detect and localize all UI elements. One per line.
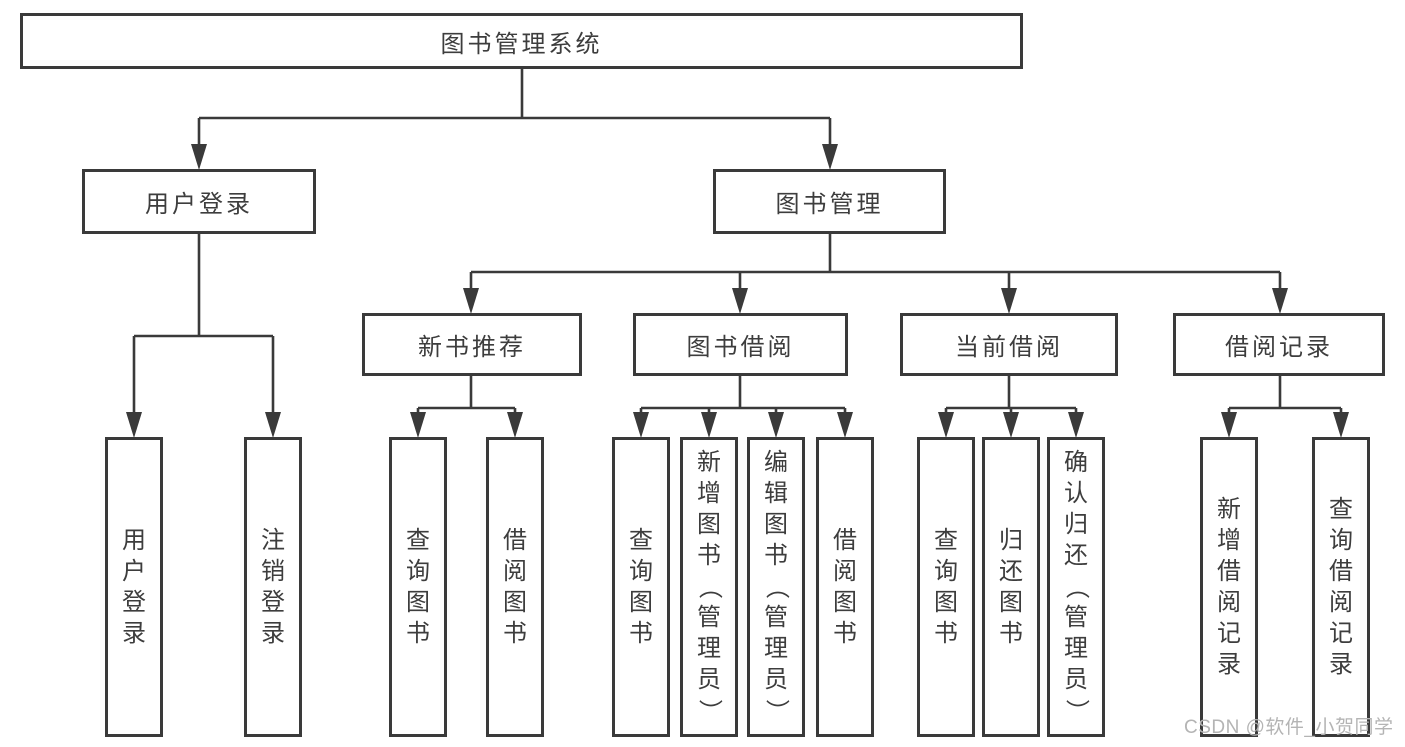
- leaf-borrow-books-2-label: 借阅图书: [833, 526, 857, 647]
- leaf-confirm-return-admin-label: 确认归还（管理员）: [1063, 449, 1090, 724]
- node-borrowing-records: 借阅记录: [1173, 313, 1385, 376]
- node-book-management-label: 图书管理: [775, 191, 884, 218]
- node-new-book-recommend-label: 新书推荐: [418, 334, 526, 361]
- leaf-query-borrow-record-label: 查询借阅记录: [1329, 495, 1353, 678]
- leaf-user-login: 用户登录: [105, 437, 163, 737]
- leaf-return-book: 归还图书: [982, 437, 1040, 737]
- node-user-login: 用户登录: [82, 169, 316, 234]
- leaf-add-borrow-record: 新增借阅记录: [1200, 437, 1258, 737]
- node-borrowing-records-label: 借阅记录: [1225, 334, 1333, 361]
- watermark: CSDN @软件_小贺同学: [1184, 717, 1394, 738]
- node-book-borrowing-label: 图书借阅: [686, 334, 795, 361]
- leaf-query-books-2: 查询图书: [612, 437, 670, 737]
- leaf-add-borrow-record-label: 新增借阅记录: [1217, 495, 1241, 678]
- node-root: 图书管理系统: [20, 13, 1023, 69]
- node-current-borrowing: 当前借阅: [900, 313, 1118, 376]
- leaf-query-books-2-label: 查询图书: [629, 526, 653, 647]
- leaf-query-borrow-record: 查询借阅记录: [1312, 437, 1370, 737]
- leaf-edit-book-admin: 编辑图书（管理员）: [747, 437, 805, 737]
- node-new-book-recommend: 新书推荐: [362, 313, 582, 376]
- node-book-management: 图书管理: [713, 169, 946, 234]
- leaf-query-books-1-label: 查询图书: [406, 526, 430, 647]
- leaf-confirm-return-admin: 确认归还（管理员）: [1047, 437, 1105, 737]
- node-book-borrowing: 图书借阅: [633, 313, 848, 376]
- leaf-add-book-admin: 新增图书（管理员）: [680, 437, 738, 737]
- leaf-borrow-books-1-label: 借阅图书: [503, 526, 527, 647]
- leaf-query-books-3-label: 查询图书: [934, 526, 958, 647]
- node-root-label: 图书管理系统: [440, 30, 603, 58]
- leaf-logout: 注销登录: [244, 437, 302, 737]
- leaf-return-book-label: 归还图书: [999, 526, 1023, 647]
- leaf-query-books-1: 查询图书: [389, 437, 447, 737]
- node-current-borrowing-label: 当前借阅: [955, 334, 1063, 361]
- leaf-borrow-books-2: 借阅图书: [816, 437, 874, 737]
- leaf-user-login-label: 用户登录: [122, 526, 146, 647]
- leaf-add-book-admin-label: 新增图书（管理员）: [696, 449, 723, 724]
- leaf-borrow-books-1: 借阅图书: [486, 437, 544, 737]
- leaf-query-books-3: 查询图书: [917, 437, 975, 737]
- leaf-logout-label: 注销登录: [261, 526, 285, 647]
- leaf-edit-book-admin-label: 编辑图书（管理员）: [763, 449, 790, 724]
- node-user-login-label: 用户登录: [145, 191, 253, 218]
